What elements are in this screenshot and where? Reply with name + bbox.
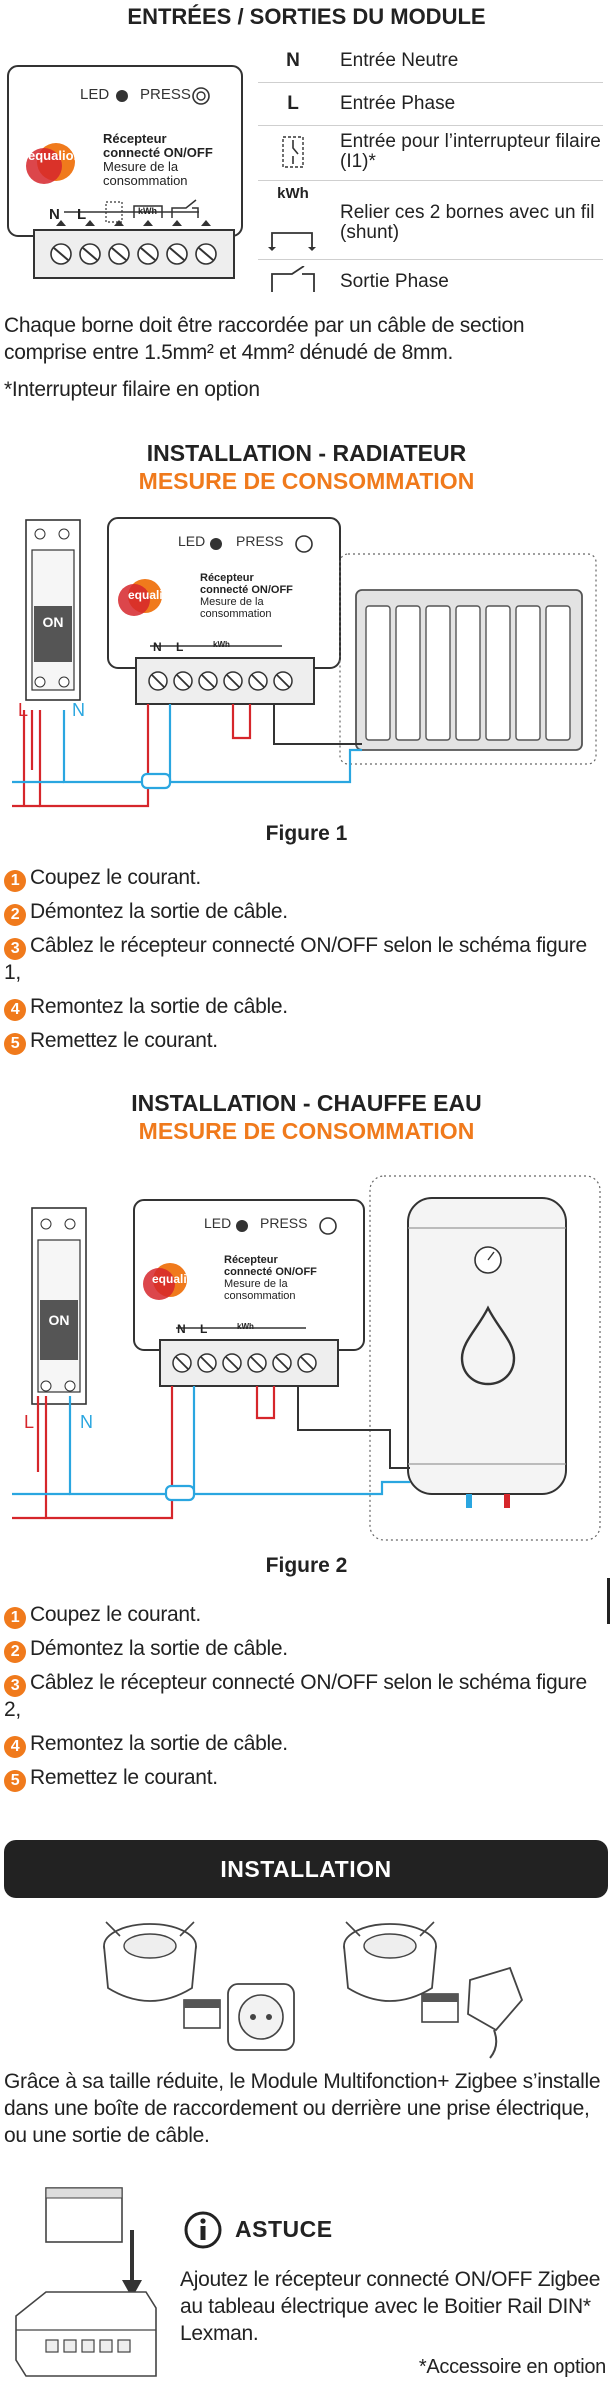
legend-row-phase-output: Sortie Phase — [258, 260, 603, 300]
radiator-title: INSTALLATION - RADIATEUR — [146, 440, 467, 466]
io-section-title: ENTRÉES / SORTIES DU MODULE — [127, 4, 486, 29]
shunt-icon — [268, 232, 316, 251]
radiator-module-led-label: LED — [178, 533, 206, 549]
radiator-subtitle: MESURE DE CONSOMMATION — [138, 468, 475, 494]
radiator-brand-logo: equalion — [128, 588, 178, 602]
heater-breaker-on-label: ON — [48, 1312, 70, 1328]
heater-module-press-label: PRESS — [260, 1215, 308, 1231]
module-io-diagram — [7, 65, 243, 279]
radiator-breaker-on-label: ON — [42, 614, 64, 630]
module-press-label: PRESS — [140, 86, 191, 103]
legend-row-phase: L Entrée Phase — [258, 83, 603, 126]
legend-row-neutral: N Entrée Neutre — [258, 42, 603, 83]
installation-text: Grâce à sa taille réduite, le Module Mul… — [4, 2070, 601, 2147]
din-rail-illustration — [15, 2187, 157, 2377]
radiator-wire-l-label: L — [18, 700, 29, 720]
radiator-module-press-label: PRESS — [236, 533, 284, 549]
brand-logo: equalion — [28, 148, 82, 163]
heater-module-product-label: Récepteur connecté ON/OFF Mesure de la c… — [224, 1254, 317, 1302]
tip-title: ASTUCE — [235, 2216, 333, 2242]
water-heater-wiring-diagram — [12, 1175, 601, 1541]
radiator-wiring-diagram — [12, 517, 597, 808]
water-heater-title: INSTALLATION - CHAUFFE EAU — [131, 1090, 482, 1116]
switch-input-icon — [282, 136, 304, 168]
legend-row-shunt: kWh Relier ces 2 bornes avec un fil (shu… — [258, 181, 603, 260]
installation-banner: INSTALLATION — [4, 1840, 608, 1898]
heater-terminal-n-label: N — [177, 1322, 186, 1336]
tip-text: Ajoutez le récepteur connecté ON/OFF Zig… — [180, 2268, 601, 2345]
heater-wire-n-label: N — [80, 1412, 93, 1432]
cable-section-note: Chaque borne doit être raccordée par un … — [4, 314, 525, 364]
info-icon — [184, 2211, 222, 2249]
heater-brand-logo: equalion — [152, 1272, 202, 1286]
water-heater-subtitle: MESURE DE CONSOMMATION — [138, 1118, 475, 1144]
phase-output-icon — [271, 266, 315, 292]
heater-module-led-label: LED — [204, 1215, 232, 1231]
legend-row-switch-input: Entrée pour l’interrupteur filaire (I1)* — [258, 126, 603, 181]
figure-1-caption: Figure 1 — [265, 822, 348, 845]
figure-2-caption: Figure 2 — [265, 1554, 348, 1577]
heater-terminal-l-label: L — [200, 1322, 208, 1336]
radiator-terminal-l-label: L — [176, 640, 184, 654]
page-scroll-marker — [607, 1578, 610, 1624]
radiator-terminal-n-label: N — [153, 640, 162, 654]
installation-illustration — [103, 1921, 524, 2059]
wired-switch-note: *Interrupteur filaire en option — [4, 378, 260, 401]
radiator-module-product-label: Récepteur connecté ON/OFF Mesure de la c… — [200, 572, 293, 620]
radiator-wire-n-label: N — [72, 700, 85, 720]
heater-wire-l-label: L — [24, 1412, 35, 1432]
terminal-kwh-label: kWh — [138, 206, 157, 216]
module-led-label: LED — [80, 86, 110, 103]
radiator-terminal-kwh-label: kWh — [213, 640, 230, 649]
module-product-label: Récepteur connecté ON/OFF Mesure de la c… — [103, 131, 213, 188]
terminal-l-label: L — [77, 206, 87, 223]
tip-accessory-note: *Accessoire en option — [418, 2356, 606, 2378]
terminal-n-label: N — [49, 206, 60, 223]
heater-terminal-kwh-label: kWh — [237, 1322, 254, 1331]
